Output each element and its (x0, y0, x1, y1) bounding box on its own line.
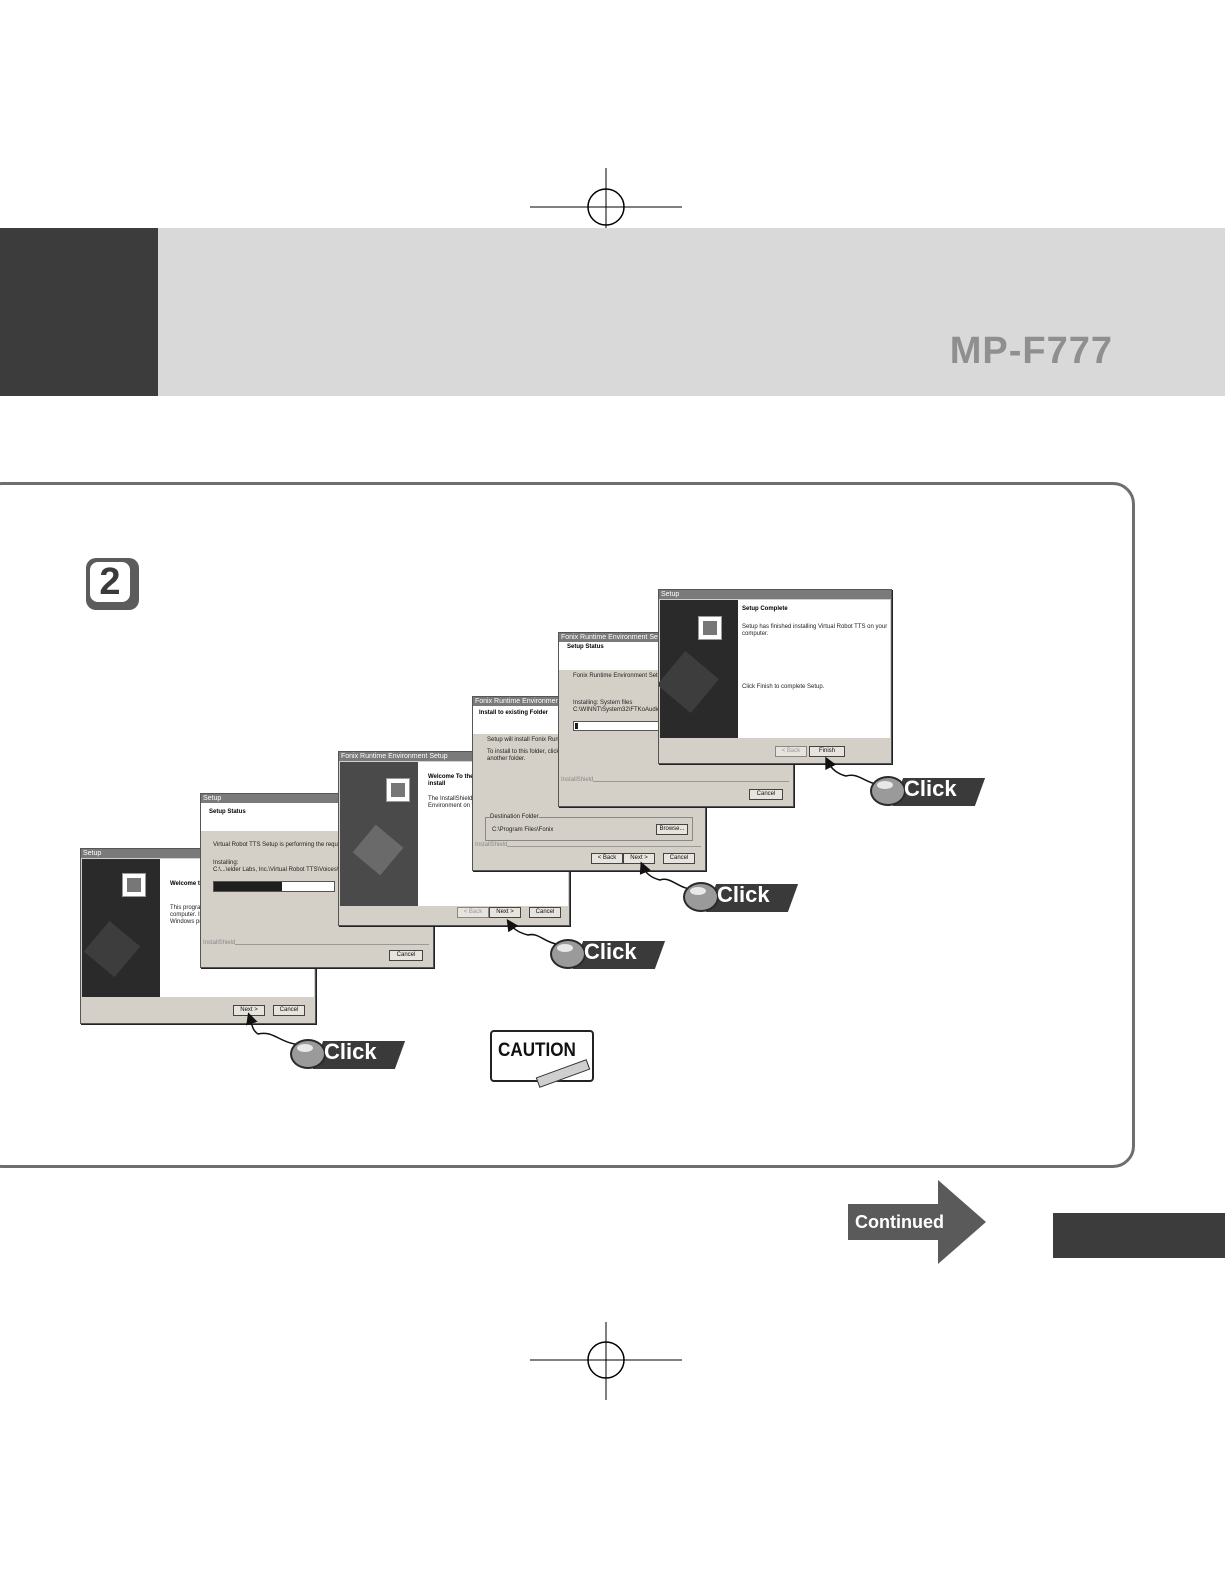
finish-button[interactable]: Finish (809, 746, 845, 757)
mouse-icon (870, 776, 906, 806)
dialog-title: Setup (201, 794, 433, 803)
setup-icon (386, 778, 410, 802)
setup-icon (698, 616, 722, 640)
click-badge: Click (683, 878, 799, 918)
dialog-heading: Setup Status (209, 809, 246, 815)
cancel-button[interactable]: Cancel (663, 853, 695, 864)
caution-badge: CAUTION (490, 1030, 594, 1088)
installing-path: C:\WINNT\System32\FTKoAudio.dll (573, 707, 669, 713)
dialog-body: Virtual Robot TTS Setup is performing th… (213, 842, 365, 848)
setup-icon (122, 873, 146, 897)
folder-path: C:\Program Files\Fonix (492, 827, 554, 833)
dialog-body-line: The InstallShield® W (428, 796, 485, 802)
dialog-body: Fonix Runtime Environment Setup is pro (573, 673, 681, 679)
dialog-title: Setup (659, 590, 891, 599)
click-label: Click (584, 939, 637, 964)
back-button[interactable]: < Back (775, 746, 807, 757)
dialog-body-line: computer. It (170, 912, 202, 918)
model-name: MP-F777 (949, 330, 1113, 372)
progress-fill (575, 723, 578, 729)
dialog-body-line: To install to this folder, click Next (487, 749, 574, 755)
dialog-heading: Setup Status (567, 644, 604, 650)
finish-hint: Click Finish to complete Setup. (742, 684, 825, 690)
separator (507, 846, 701, 847)
next-button[interactable]: Next > (623, 853, 655, 864)
continued-arrow (848, 1180, 986, 1264)
click-badge: Click (870, 772, 986, 812)
destination-folder-group: Destination Folder C:\Program Files\Foni… (485, 814, 693, 841)
dialog-content: Setup Complete Setup has finished instal… (738, 600, 890, 738)
dialog-body-line: This program (170, 905, 206, 911)
pointer-curve (825, 756, 886, 786)
next-button[interactable]: Next > (489, 907, 521, 918)
pointer-curve (246, 1012, 306, 1046)
dialog-heading-line2: install (428, 781, 446, 787)
installshield-brand: InstallShield (203, 940, 236, 946)
pointer-curve (506, 919, 566, 946)
continued-label: Continued (855, 1212, 944, 1232)
dialog-body-line: another folder. (487, 756, 526, 762)
dialog-side-graphic (82, 859, 160, 997)
cancel-button[interactable]: Cancel (529, 907, 561, 918)
step-number-badge: 2 (86, 558, 139, 610)
header-dark-block (0, 228, 158, 396)
dialog-setup-complete: Setup Setup Complete Setup has finished … (658, 589, 892, 764)
back-button[interactable]: < Back (457, 907, 489, 918)
page-tab (1053, 1213, 1225, 1258)
dialog-body-line: Setup will install Fonix Runtime En (487, 737, 580, 743)
dialog-side-graphic (659, 600, 738, 738)
installing-path: C:\...\elder Labs, Inc.\Virtual Robot TT… (213, 867, 362, 873)
click-label: Click (717, 882, 770, 907)
click-label: Click (324, 1039, 377, 1064)
group-label: Destination Folder (490, 814, 539, 821)
installing-label: Installing: System files (573, 700, 633, 706)
dialog-heading: Install to existing Folder (479, 710, 549, 716)
separator (593, 781, 789, 782)
dialog-body-line: Setup has finished installing Virtual Ro… (742, 624, 888, 630)
progress-bar: 57% (213, 881, 335, 892)
click-badge: Click (290, 1035, 406, 1075)
progress-percent: 57% (310, 883, 323, 889)
step-number: 2 (90, 562, 130, 602)
separator (235, 944, 429, 945)
instruction-panel (0, 482, 1135, 1168)
dialog-body-line: computer. (742, 631, 769, 637)
dialog-title: Setup (81, 849, 315, 858)
pointer-curve (639, 861, 699, 891)
installing-label: Installing: (213, 860, 239, 866)
mouse-icon (290, 1039, 326, 1069)
click-label: Click (904, 776, 957, 801)
registration-mark-bottom (530, 1322, 682, 1400)
dialog-side-graphic (340, 762, 418, 906)
click-badge: Click (550, 935, 666, 975)
cancel-button[interactable]: Cancel (389, 950, 423, 961)
browse-button[interactable]: Browse... (656, 824, 688, 835)
dialog-body-line: Windows pro (170, 919, 205, 925)
mouse-icon (683, 882, 719, 912)
cancel-button[interactable]: Cancel (749, 789, 783, 800)
cancel-button[interactable]: Cancel (273, 1005, 305, 1016)
dialog-heading: Welcome t (170, 881, 200, 887)
dialog-body-line: Environment on your (428, 803, 484, 809)
progress-fill (214, 882, 283, 891)
dialog-heading: Welcome To the (428, 774, 474, 780)
back-button[interactable]: < Back (591, 853, 623, 864)
caution-label: CAUTION (498, 1040, 576, 1061)
dialog-heading: Setup Complete (742, 606, 788, 612)
installshield-brand: InstallShield (475, 842, 508, 848)
header-band (158, 228, 1225, 396)
dialog-title: Fonix Runtime Environment Setup (339, 752, 569, 761)
installshield-brand: InstallShield (561, 777, 594, 783)
mouse-icon (550, 939, 586, 969)
